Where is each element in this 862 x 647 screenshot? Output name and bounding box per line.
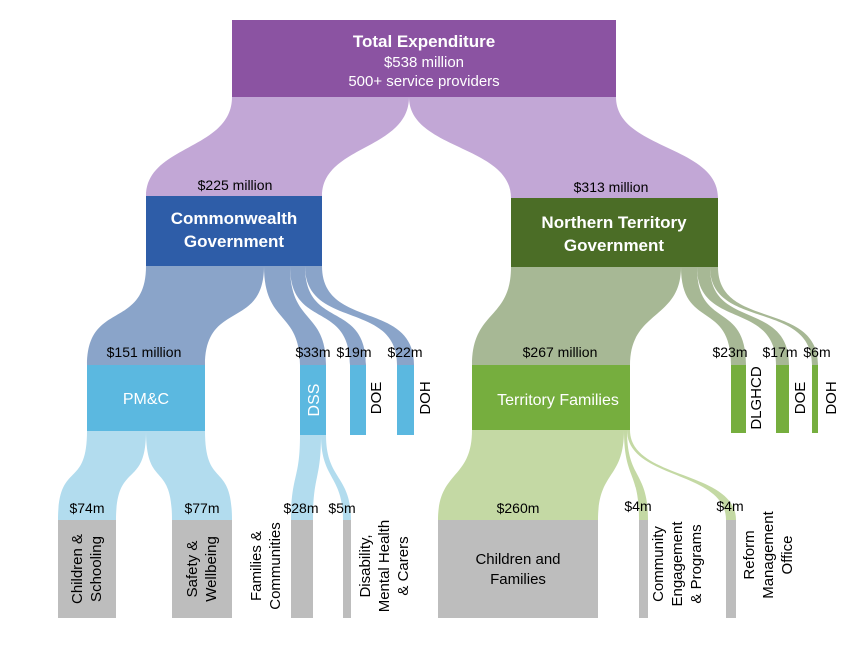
children-schooling-line2: Schooling: [88, 536, 105, 602]
node-safety-wellbeing: [172, 520, 232, 618]
dss-amount: $33m: [295, 344, 330, 360]
flow-total-to-commonwealth: [146, 97, 409, 196]
community-amount: $4m: [624, 498, 651, 514]
community-line3: & Programs: [688, 524, 705, 603]
flow-total-to-northern-territory: [409, 97, 718, 198]
nt-name-line1: Northern Territory: [541, 213, 687, 232]
families-communities-line2: Communities: [267, 522, 284, 610]
community-line2: Engagement: [669, 521, 686, 607]
nodes: Total Expenditure $538 million 500+ serv…: [58, 20, 840, 618]
node-children-schooling: [58, 520, 116, 618]
commonwealth-name-line1: Commonwealth: [171, 209, 298, 228]
children-families-amount: $260m: [497, 500, 540, 516]
nt-amount: $313 million: [574, 179, 649, 195]
children-families-line1: Children and: [475, 551, 560, 568]
dlghcd-name: DLGHCD: [748, 366, 765, 430]
dlghcd-amount: $23m: [712, 344, 747, 360]
commonwealth-name-line2: Government: [184, 232, 284, 251]
node-dss: [300, 365, 326, 435]
flow-dss-to-families-communities: [291, 435, 321, 520]
node-dlghcd: [731, 365, 746, 433]
doe-nt-name: DOE: [792, 382, 809, 415]
flow-nt-to-doh-nt: [710, 267, 818, 365]
flow-commonwealth-to-dss: [264, 266, 326, 365]
pmc-name: PM&C: [123, 391, 169, 408]
node-doh-commonwealth: [397, 365, 414, 435]
children-schooling-amount: $74m: [69, 500, 104, 516]
flow-tf-to-reform-office: [627, 430, 736, 520]
flow-commonwealth-to-doh: [305, 266, 414, 365]
doe-nt-amount: $17m: [762, 344, 797, 360]
disability-line3: & Carers: [395, 536, 412, 595]
families-communities-line1: Families &: [248, 531, 265, 601]
flow-commonwealth-to-pmc: [87, 266, 264, 365]
flow-pmc-to-children-schooling: [58, 431, 146, 520]
families-communities-amount: $28m: [283, 500, 318, 516]
node-children-families: [438, 520, 598, 618]
flow-pmc-to-safety-wellbeing: [146, 431, 232, 520]
reform-line1: Reform: [741, 530, 758, 579]
doh-commonwealth-amount: $22m: [387, 344, 422, 360]
flow-dss-to-disability: [321, 435, 351, 520]
node-total-expenditure: [232, 20, 616, 97]
node-territory-families: [472, 365, 630, 430]
node-commonwealth-government: [146, 196, 322, 266]
children-schooling-line1: Children &: [69, 534, 86, 604]
safety-wellbeing-line1: Safety &: [184, 541, 201, 598]
node-doe-nt: [776, 365, 789, 433]
total-expenditure-amount: $538 million: [384, 54, 464, 71]
flow-commonwealth-to-doe: [290, 266, 366, 365]
children-families-line2: Families: [490, 571, 546, 588]
node-disability: [343, 520, 351, 618]
flow-nt-to-dlghcd: [681, 267, 746, 365]
nt-name-line2: Government: [564, 236, 664, 255]
flow-nt-to-territory-families: [472, 267, 681, 365]
node-northern-territory-government: [511, 198, 718, 267]
pmc-amount: $151 million: [107, 344, 182, 360]
tf-amount: $267 million: [523, 344, 598, 360]
disability-line1: Disability,: [357, 534, 374, 597]
node-community-engagement: [639, 520, 648, 618]
territory-families-name: Territory Families: [497, 392, 619, 409]
total-service-providers: 500+ service providers: [348, 73, 499, 90]
node-reform-office: [726, 520, 736, 618]
doh-commonwealth-name: DOH: [417, 381, 434, 414]
total-expenditure-title: Total Expenditure: [353, 32, 495, 51]
node-families-communities: [291, 520, 313, 618]
node-doh-nt: [812, 365, 818, 433]
safety-wellbeing-amount: $77m: [184, 500, 219, 516]
disability-line2: Mental Health: [376, 520, 393, 613]
reform-line3: Office: [779, 536, 796, 575]
reform-line2: Management: [760, 510, 777, 598]
doe-commonwealth-name: DOE: [368, 382, 385, 415]
flow-tf-to-community-engagement: [624, 430, 648, 520]
flows: [58, 97, 818, 520]
node-doe-commonwealth: [350, 365, 366, 435]
commonwealth-amount: $225 million: [198, 177, 273, 193]
doh-nt-name: DOH: [823, 381, 840, 414]
flow-tf-to-children-families: [438, 430, 624, 520]
disability-amount: $5m: [328, 500, 355, 516]
value-labels: $225 million $313 million $151 million $…: [69, 177, 830, 516]
doh-nt-amount: $6m: [803, 344, 830, 360]
doe-commonwealth-amount: $19m: [336, 344, 371, 360]
safety-wellbeing-line2: Wellbeing: [203, 536, 220, 602]
dss-name: DSS: [306, 384, 323, 417]
node-pmc: [87, 365, 205, 431]
flow-nt-to-doe-nt: [697, 267, 789, 365]
community-line1: Community: [650, 526, 667, 602]
reform-amount: $4m: [716, 498, 743, 514]
